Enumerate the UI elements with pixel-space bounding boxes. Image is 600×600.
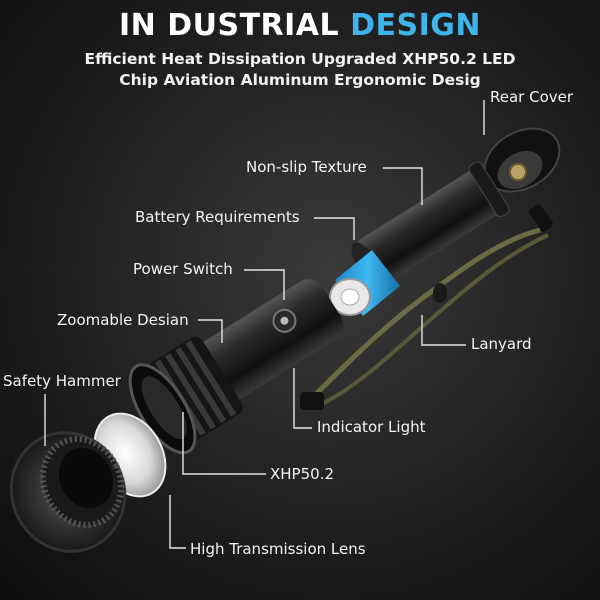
line-battery: [314, 217, 355, 240]
label-battery-requirements: Battery Requirements: [135, 208, 300, 226]
subtitle-line-1: Efficient Heat Dissipation Upgraded XHP5…: [84, 50, 516, 68]
callout-lines: [44, 100, 485, 549]
label-safety-hammer: Safety Hammer: [3, 372, 121, 390]
page-title: IN DUSTRIAL DESIGN: [0, 8, 600, 43]
line-non-slip: [383, 167, 423, 205]
label-lanyard: Lanyard: [471, 335, 532, 353]
line-lens: [169, 495, 186, 549]
flashlight-head: [128, 279, 344, 455]
label-rear-cover: Rear Cover: [490, 88, 574, 106]
subtitle-line-2: Chip Aviation Aluminum Ergonomic Desig: [119, 71, 481, 89]
label-indicator-light: Indicator Light: [317, 418, 426, 436]
label-xhp50: XHP50.2: [270, 465, 334, 483]
battery: [329, 250, 400, 316]
label-high-transmission-lens: High Transmission Lens: [190, 540, 366, 558]
line-power-switch: [244, 269, 285, 300]
title-accent: DESIGN: [350, 8, 481, 43]
line-lanyard: [421, 315, 466, 346]
lanyard: [300, 204, 554, 410]
line-zoomable: [198, 319, 223, 343]
label-power-switch: Power Switch: [133, 260, 233, 278]
subtitle: Efficient Heat Dissipation Upgraded XHP5…: [0, 49, 600, 91]
line-xhp: [182, 412, 266, 475]
title-main: IN DUSTRIAL: [118, 8, 340, 43]
label-non-slip-texture: Non-slip Texture: [246, 158, 367, 176]
bezel-cap: [9, 431, 127, 553]
label-zoomable-design: Zoomable Desian: [57, 311, 189, 329]
line-indicator: [293, 368, 312, 429]
